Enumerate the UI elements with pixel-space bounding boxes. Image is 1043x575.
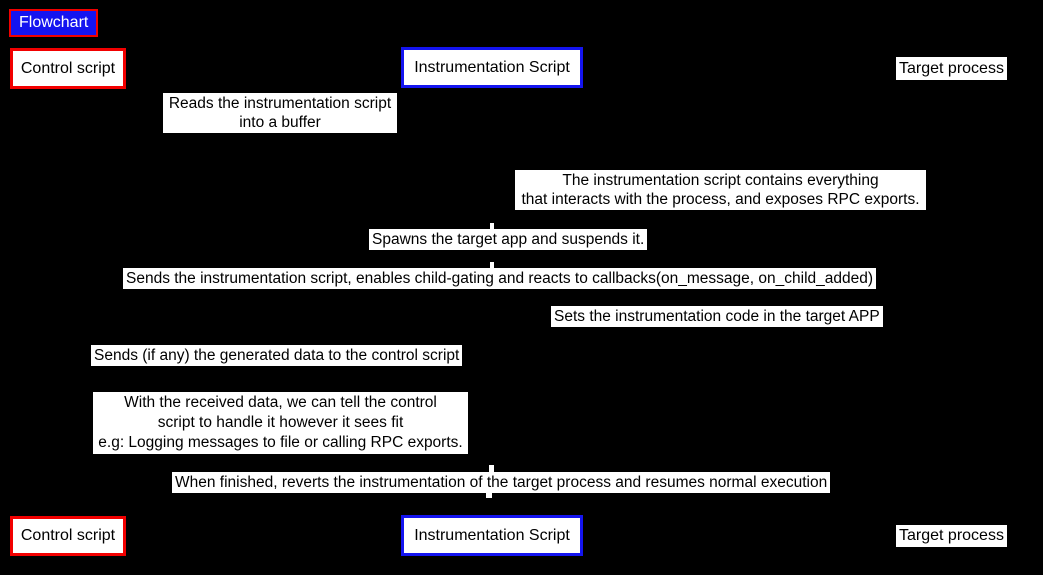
lifeline-tick — [490, 262, 494, 268]
message-sends-data: Sends (if any) the generated data to the… — [91, 345, 463, 366]
lifeline-tick — [490, 223, 494, 229]
actor-target-process-bottom: Target process — [896, 525, 1007, 547]
message-spawns-target: Spawns the target app and suspends it. — [369, 229, 648, 250]
actor-instrumentation-script-bottom: Instrumentation Script — [401, 515, 583, 556]
note-handle-data: With the received data, we can tell the … — [93, 392, 468, 454]
actor-control-script-bottom: Control script — [10, 516, 126, 556]
message-sends-instrumentation: Sends the instrumentation script, enable… — [123, 268, 877, 289]
note-instrumentation-script: The instrumentation script contains ever… — [515, 170, 926, 210]
actor-instrumentation-script-top: Instrumentation Script — [401, 47, 583, 88]
message-reads-script: Reads the instrumentation script into a … — [163, 93, 397, 133]
diagram-title: Flowchart — [9, 9, 99, 37]
message-revert-finish: When finished, reverts the instrumentati… — [172, 472, 831, 493]
actor-control-script-top: Control script — [10, 48, 126, 89]
lifeline-tick — [486, 493, 492, 498]
actor-target-process-top: Target process — [896, 57, 1007, 80]
message-sets-code: Sets the instrumentation code in the tar… — [551, 306, 883, 327]
lifeline-tick — [489, 465, 494, 472]
